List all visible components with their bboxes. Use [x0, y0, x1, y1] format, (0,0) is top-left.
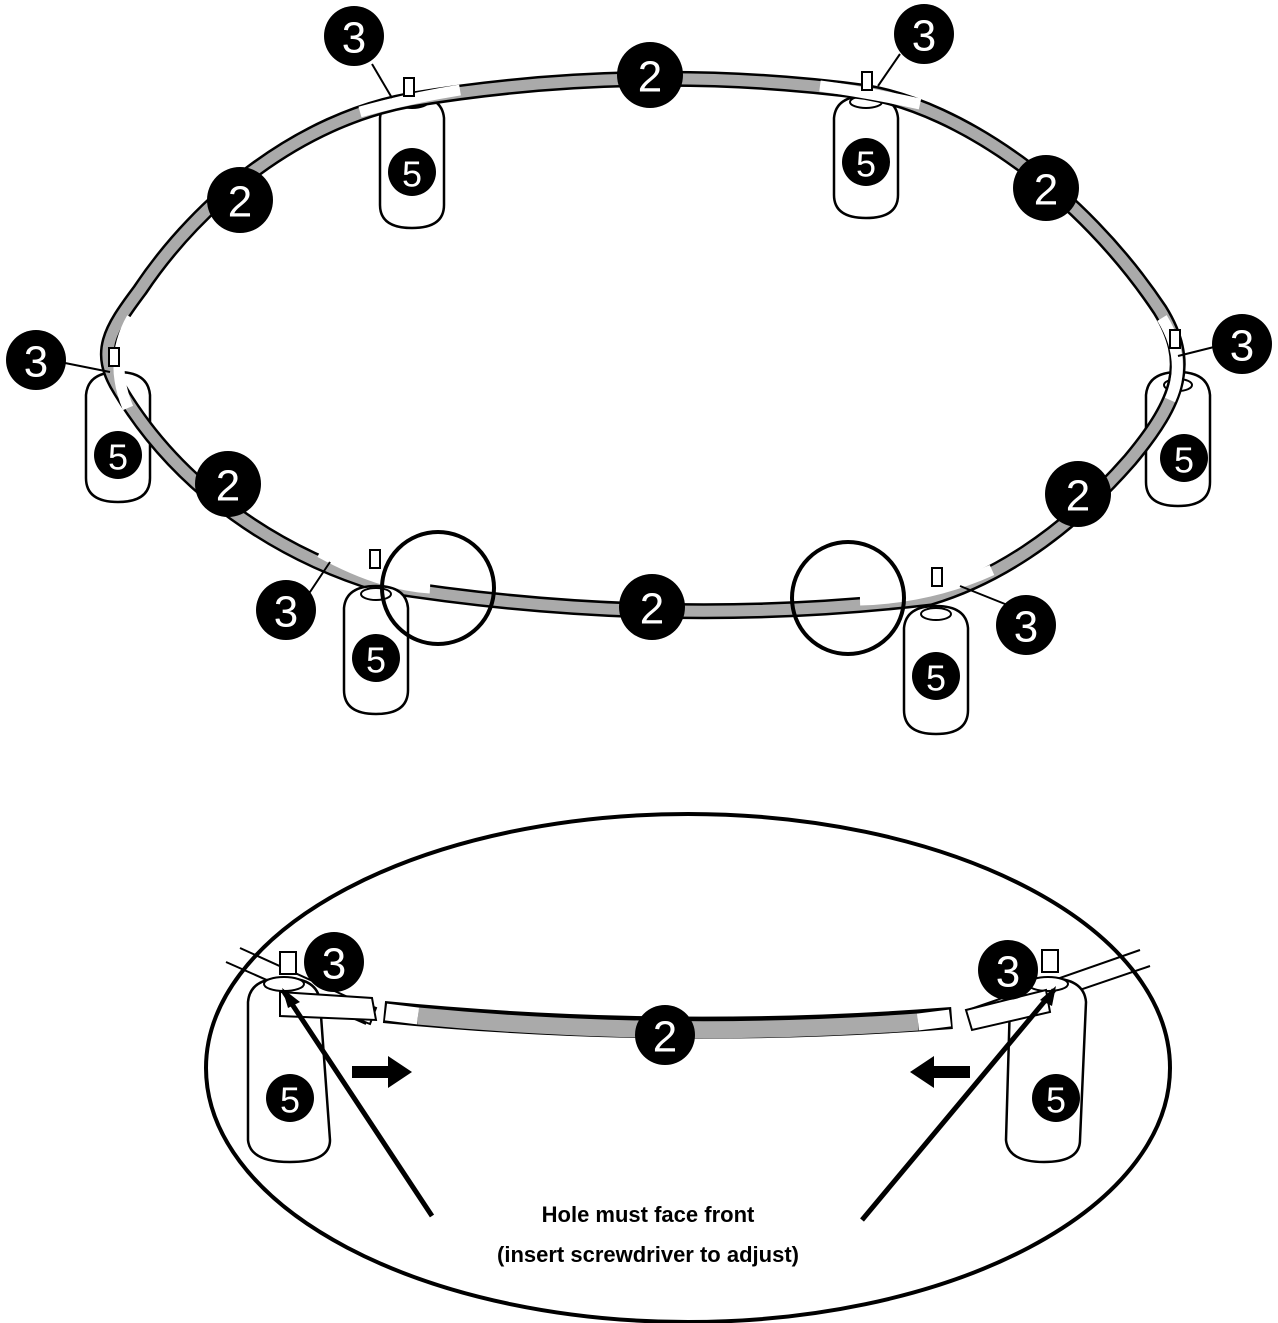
detail-view: 3 3 2 5 5 Hole must face front (insert s…	[204, 812, 1172, 1323]
detail-circle-left	[380, 530, 496, 646]
detail-ellipse	[204, 812, 1172, 1323]
svg-text:3: 3	[996, 948, 1020, 997]
badge-leg-front-right: 5	[912, 652, 960, 700]
svg-text:3: 3	[274, 588, 298, 637]
badge-leg-back-left: 5	[388, 148, 436, 196]
detail-badge-leg-right: 5	[1032, 1074, 1080, 1122]
svg-text:2: 2	[653, 1013, 677, 1062]
frame-overview: 2 2 2 2 2 2 3 3	[6, 4, 1272, 736]
svg-text:2: 2	[640, 585, 664, 634]
detail-sleeve-left	[279, 990, 378, 1022]
svg-text:2: 2	[1066, 472, 1090, 521]
badge-connector-left: 3	[6, 330, 66, 390]
badge-rail-top: 2	[617, 42, 683, 108]
leader-lines	[59, 53, 1219, 607]
svg-text:5: 5	[366, 640, 386, 681]
svg-text:3: 3	[342, 14, 366, 63]
svg-text:5: 5	[402, 154, 422, 195]
pointer-arrowhead-right	[1040, 986, 1056, 1006]
badge-connector-bottom-right: 3	[996, 595, 1056, 655]
arrow-right-icon	[352, 1056, 412, 1088]
svg-text:3: 3	[24, 338, 48, 387]
badge-rail-upper-left: 2	[207, 167, 273, 233]
svg-text:5: 5	[1174, 440, 1194, 481]
svg-text:3: 3	[1230, 322, 1254, 371]
detail-badge-connector-right: 3	[978, 940, 1038, 1000]
detail-badge-connector-left: 3	[304, 932, 364, 992]
svg-text:5: 5	[926, 658, 946, 699]
badge-rail-bottom: 2	[619, 574, 685, 640]
pointer-line-left	[281, 990, 435, 1218]
svg-text:2: 2	[638, 53, 662, 102]
svg-text:5: 5	[856, 144, 876, 185]
detail-rail-end-left	[384, 1003, 420, 1025]
caption-line-1: Hole must face front	[542, 1202, 755, 1227]
svg-text:3: 3	[1014, 603, 1038, 652]
caption-line-2: (insert screwdriver to adjust)	[497, 1242, 799, 1267]
svg-text:3: 3	[322, 940, 346, 989]
pointer-line-right	[860, 988, 1056, 1222]
detail-rail-end-right	[916, 1009, 952, 1031]
svg-text:5: 5	[108, 437, 128, 478]
badge-leg-right: 5	[1160, 434, 1208, 482]
pointer-arrowhead-left	[282, 988, 300, 1008]
badge-connector-top-right: 3	[894, 4, 954, 64]
detail-leg-left	[246, 951, 332, 1164]
arrow-left-icon	[910, 1056, 970, 1088]
rail-fill	[102, 73, 1184, 617]
svg-text:2: 2	[1034, 166, 1058, 215]
badge-rail-upper-right: 2	[1013, 155, 1079, 221]
svg-text:2: 2	[228, 178, 252, 227]
badge-connector-right: 3	[1212, 314, 1272, 374]
svg-text:2: 2	[216, 462, 240, 511]
badge-rail-lower-right: 2	[1045, 461, 1111, 527]
detail-badge-leg-left: 5	[266, 1074, 314, 1122]
detail-circle-right	[790, 540, 906, 656]
badge-leg-left: 5	[94, 431, 142, 479]
badge-leg-back-right: 5	[842, 138, 890, 186]
badge-rail-lower-left: 2	[195, 451, 261, 517]
detail-badge-rail: 2	[635, 1005, 695, 1065]
badge-leg-front-left: 5	[352, 634, 400, 682]
svg-text:5: 5	[1046, 1080, 1066, 1121]
svg-text:5: 5	[280, 1080, 300, 1121]
svg-text:3: 3	[912, 12, 936, 61]
connector-pins	[108, 71, 1181, 587]
badge-connector-top-left: 3	[324, 6, 384, 66]
badge-connector-bottom-left: 3	[256, 580, 316, 640]
